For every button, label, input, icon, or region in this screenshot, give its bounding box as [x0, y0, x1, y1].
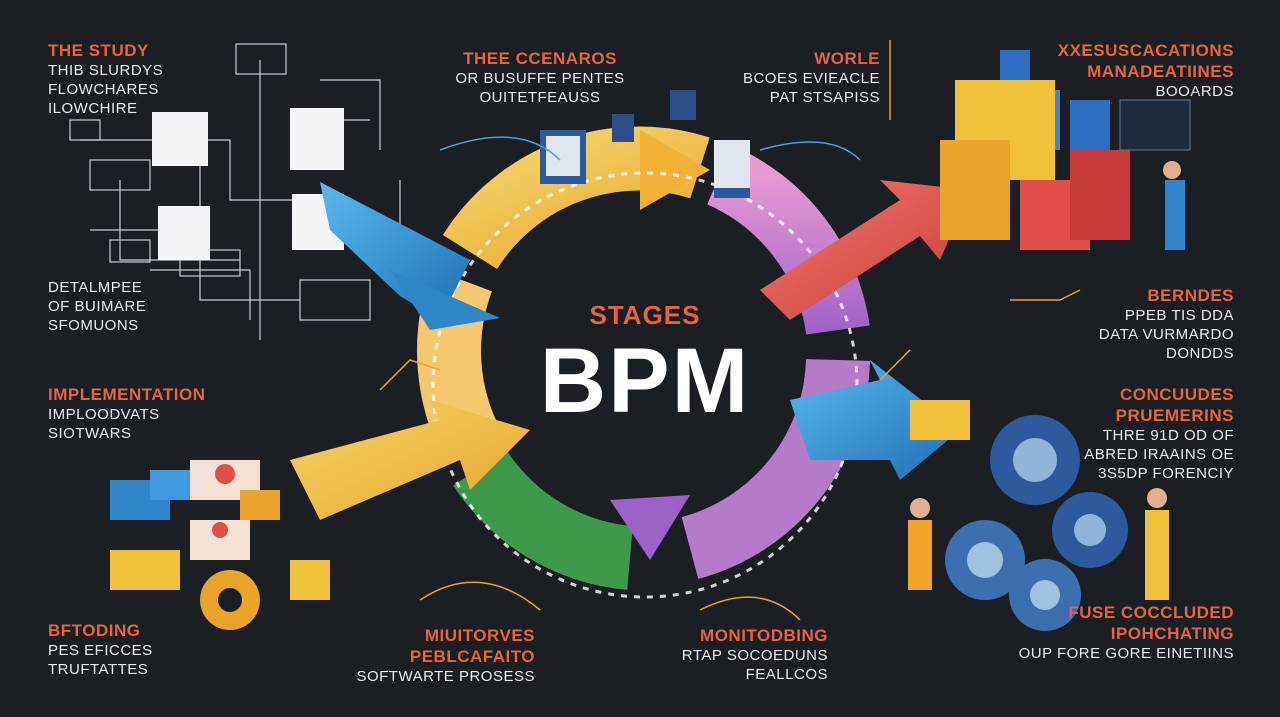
block-line: THIB SLURDYS	[48, 62, 164, 79]
block-top-right: XXESUSCACATIONS MANADEATIINES BOOARDS	[1010, 40, 1234, 101]
block-mid-right: BERNDES PPEB TIS DDA DATA VURMARDO DONDD…	[1030, 285, 1234, 363]
block-bottom-right: FUSE COCCLUDED IPOHCHATING OUP FORE GORE…	[990, 602, 1234, 663]
block-heading: MONITODBING	[700, 626, 828, 645]
block-heading: BFTODING	[48, 621, 141, 640]
block-line: PAT STSAPISS	[769, 89, 880, 106]
block-line: SIOTWARS	[48, 425, 132, 442]
block-mid-left: DETALMPEE OF BUIMARE SFOMUONS	[48, 278, 146, 335]
block-line: BOOARDS	[1155, 83, 1234, 100]
block-line: IMPLOODVATS	[48, 406, 160, 423]
block-implementation: IMPLEMENTATION IMPLOODVATS SIOTWARS	[48, 384, 205, 443]
block-line: THRE 91D OD OF	[1102, 427, 1234, 444]
block-line: BCOES EVIEACLE	[742, 70, 880, 87]
block-heading: FUSE COCCLUDED IPOHCHATING	[1068, 603, 1234, 643]
block-heading: THE STUDY	[48, 41, 149, 60]
block-heading: CONCUUDES PRUEMERINS	[1115, 385, 1234, 425]
document-cards	[152, 108, 344, 260]
block-line: SOFTWARTE PROSESS	[356, 668, 535, 685]
block-line: ABRED IRAAINS OE	[1084, 446, 1234, 463]
center-subtitle: STAGES	[589, 300, 701, 330]
gears-illustration	[908, 400, 1169, 631]
center-title: STAGES BPM	[500, 300, 790, 431]
block-line: 3S5DP FORENCIY	[1098, 465, 1234, 482]
block-heading: XXESUSCACATIONS	[1057, 41, 1234, 60]
arrow-red-topright	[760, 180, 970, 320]
block-line: FEALLCOS	[745, 666, 828, 683]
server-illustrations	[439, 90, 861, 198]
block-line: OF BUIMARE	[48, 298, 147, 315]
arrow-yellow-bottomleft	[290, 400, 530, 520]
block-heading: BERNDES	[1147, 286, 1234, 305]
block-top-left: THE STUDY THIB SLURDYS FLOWCHARES ILOWCH…	[48, 40, 163, 118]
block-heading: MIUITORVES PEBLCAFAITO	[409, 626, 535, 666]
block-top-center: THEE CCENAROS OR BUSUFFE PENTES OUITETFE…	[425, 48, 655, 107]
block-line: RTAP SOCOEDUNS	[681, 647, 828, 664]
arrow-blue-topleft	[320, 182, 500, 330]
center-main-title: BPM	[539, 330, 751, 432]
block-line: OUITETFEAUSS	[479, 89, 601, 106]
block-line: TRUFTATTES	[48, 661, 149, 678]
block-line: DATA VURMARDO	[1098, 326, 1234, 343]
block-line: DETALMPEE	[48, 279, 143, 296]
block-heading-2: MANADEATIINES	[1087, 62, 1234, 81]
block-line: OUP FORE GORE EINETIINS	[1018, 645, 1234, 662]
block-top-mid-right: WORLE BCOES EVIEACLE PAT STSAPISS	[690, 48, 880, 107]
connector-lines	[379, 40, 1081, 621]
puzzle-blocks-illustration	[110, 460, 330, 630]
block-line: SFOMUONS	[48, 317, 139, 334]
block-line: PES EFICCES	[48, 642, 153, 659]
block-building-illustration	[940, 50, 1191, 250]
block-line: DONDDS	[1165, 345, 1234, 362]
block-line: OR BUSUFFE PENTES	[455, 70, 625, 87]
block-bottom-mid: MONITODBING RTAP SOCOEDUNS FEALLCOS	[640, 625, 828, 684]
block-line: ILOWCHIRE	[48, 100, 138, 117]
block-line: PPEB TIS DDA	[1124, 307, 1234, 324]
block-heading: WORLE	[814, 49, 880, 68]
block-bottom-left: BFTODING PES EFICCES TRUFTATTES	[48, 620, 153, 679]
block-bottom-center: MIUITORVES PEBLCAFAITO SOFTWARTE PROSESS	[320, 625, 535, 686]
block-heading: THEE CCENAROS	[463, 49, 617, 68]
block-concludes: CONCUUDES PRUEMERINS THRE 91D OD OF ABRE…	[1040, 384, 1234, 483]
block-heading: IMPLEMENTATION	[48, 385, 206, 404]
block-line: FLOWCHARES	[48, 81, 159, 98]
arrow-blue-bottomright	[790, 360, 960, 480]
